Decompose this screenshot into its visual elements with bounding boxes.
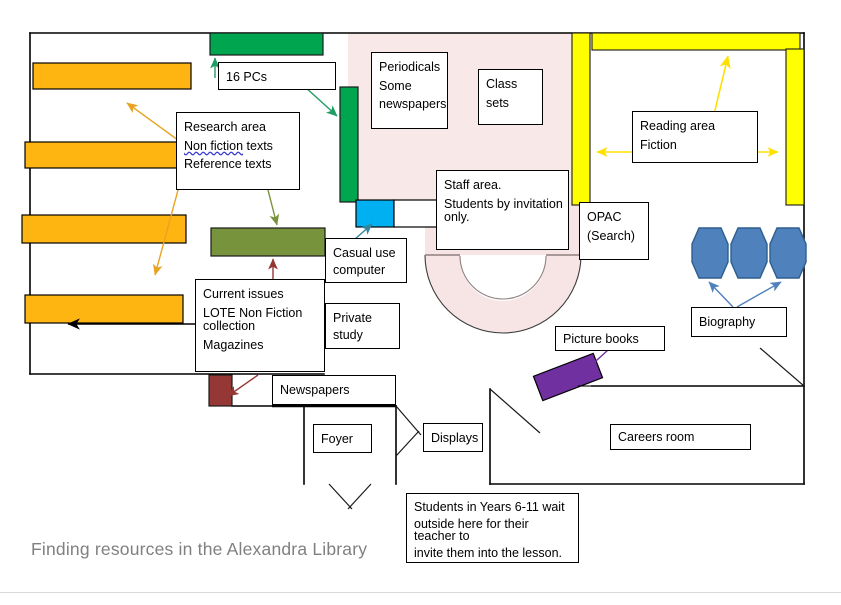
arrow-biography-to-seat1 (708, 281, 734, 308)
label-class-sets[interactable]: Class sets (478, 69, 543, 125)
label-private-study[interactable]: Private study (325, 303, 400, 349)
label-casual-use-computer-line-0: Casual use (333, 246, 396, 260)
arrow-reference-to-olive (267, 189, 280, 226)
door-swing-displays (489, 388, 541, 434)
biography-seats (691, 227, 807, 279)
yellow-shelves (571, 32, 805, 206)
label-periodicals-line-2: newspapers (379, 97, 447, 111)
label-16-pcs[interactable]: 16 PCs (218, 62, 336, 90)
label-periodicals-line-1: Some (379, 78, 412, 93)
annotation-arrows (67, 55, 782, 397)
label-foyer-line-0: Foyer (321, 432, 353, 446)
label-opac[interactable]: OPAC (Search) (579, 202, 649, 260)
label-research-area[interactable]: Research area Non fiction texts Referenc… (176, 112, 300, 190)
label-picture-books-line-0: Picture books (563, 332, 639, 346)
door-swings (328, 347, 805, 510)
label-careers-room-line-0: Careers room (618, 430, 695, 444)
label-current-issues[interactable]: Current issues LOTE Non Fiction collecti… (195, 279, 325, 372)
label-staff-area-line-0: Staff area. (444, 178, 502, 192)
orange-shelf-2 (24, 141, 184, 169)
label-students-wait-line-0: Students in Years 6-11 wait (414, 500, 565, 514)
label-16-pcs-line-0: 16 PCs (226, 70, 267, 84)
green-shelves (209, 32, 359, 203)
label-current-issues-line-3: Magazines (203, 337, 264, 352)
orange-shelf-1 (32, 62, 192, 90)
page-caption: Finding resources in the Alexandra Libra… (31, 539, 368, 559)
label-research-area-line-2: Reference texts (184, 157, 272, 171)
bottom-strip (0, 593, 841, 605)
arrow-newspapers-to-shelf (227, 374, 259, 397)
label-newspapers[interactable]: Newspapers (272, 375, 396, 405)
green-shelf-top (209, 32, 324, 56)
yellow-shelf-right (785, 48, 805, 206)
blue-kiosk (355, 199, 395, 228)
label-research-area-line-0: Research area (184, 120, 266, 134)
label-students-wait[interactable]: Students in Years 6-11 wait outside here… (406, 493, 579, 563)
label-picture-books[interactable]: Picture books (555, 326, 665, 351)
label-staff-area[interactable]: Staff area. Students by invitation only. (436, 170, 569, 250)
label-biography-line-0: Biography (699, 315, 756, 329)
arrow-research-to-shelf1 (126, 102, 183, 144)
arrow-biography-to-seat3 (736, 281, 782, 308)
door-swing-foyer-ne (395, 405, 422, 436)
door-swing-foyer-sw (328, 483, 353, 510)
casual-computer-group (355, 199, 438, 228)
label-reading-area[interactable]: Reading area Fiction (632, 111, 758, 163)
label-newspapers-line-0: Newspapers (280, 383, 350, 397)
label-current-issues-line-0: Current issues (203, 287, 284, 301)
label-staff-area-line-2: only. (444, 210, 470, 224)
label-research-area-line-1: Non fiction texts (184, 138, 273, 153)
purple-picture-books-shelf (532, 352, 604, 402)
label-displays[interactable]: Displays (423, 423, 483, 452)
label-staff-area-line-1: Students by invitation (444, 196, 563, 211)
arrow-picture-books-to-shelf (584, 349, 609, 372)
label-private-study-line-0: Private (333, 311, 372, 325)
label-current-issues-line-1: LOTE Non Fiction (203, 305, 303, 320)
label-opac-line-0: OPAC (587, 210, 622, 224)
seat-3 (769, 227, 807, 279)
label-current-issues-line-2: collection (203, 319, 256, 333)
yellow-shelf-top (591, 32, 801, 51)
orange-shelf-3 (21, 214, 187, 244)
darkred-newspaper-shelf (208, 374, 233, 407)
orange-shelf-4 (24, 294, 184, 324)
label-periodicals-line-0: Periodicals (379, 60, 441, 74)
label-opac-line-1: (Search) (587, 228, 635, 243)
label-casual-use-computer-line-1: computer (333, 262, 386, 277)
yellow-shelf-left (571, 32, 591, 206)
label-casual-use-computer[interactable]: Casual use computer (325, 238, 407, 283)
orange-shelves (21, 62, 192, 324)
seat-2 (730, 227, 768, 279)
label-students-wait-line-1: outside here for their teacher to (414, 516, 529, 543)
label-reading-area-line-1: Fiction (640, 137, 677, 152)
label-foyer[interactable]: Foyer (313, 424, 372, 453)
door-swing-foyer-se (395, 430, 420, 457)
bottom-rule-divider (0, 592, 841, 593)
green-shelf-vertical (339, 86, 359, 203)
door-swing-foyer-s (347, 483, 372, 510)
label-class-sets-line-1: sets (486, 95, 509, 110)
white-counter (393, 199, 438, 228)
label-displays-line-0: Displays (431, 431, 479, 445)
label-careers-room[interactable]: Careers room (610, 424, 751, 450)
seat-1 (691, 227, 729, 279)
arrow-casual-to-kiosk (353, 223, 373, 241)
label-private-study-line-1: study (333, 327, 363, 342)
spellcheck-word: Non fiction (184, 138, 244, 153)
arrow-pcs-to-vertical-bench (303, 85, 338, 117)
label-students-wait-line-2: invite them into the lesson. (414, 545, 562, 560)
label-reading-area-line-0: Reading area (640, 119, 716, 133)
label-biography[interactable]: Biography (691, 307, 787, 337)
label-class-sets-line-0: Class (486, 77, 518, 91)
olive-shelf (210, 227, 326, 257)
door-swing-careers (759, 347, 805, 387)
label-periodicals[interactable]: Periodicals Some newspapers (371, 52, 448, 129)
